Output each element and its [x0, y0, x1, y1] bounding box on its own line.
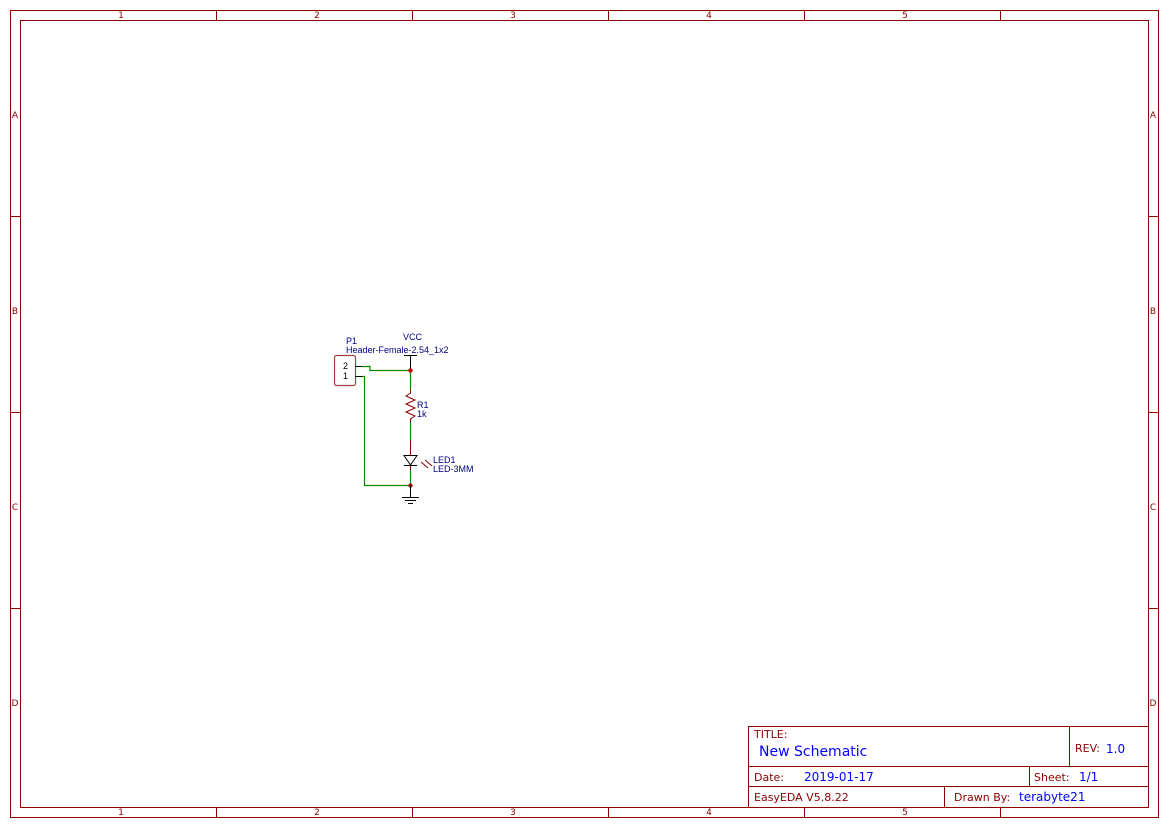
- r1-designator: R1: [417, 400, 429, 410]
- title-block: TITLE: New Schematic REV: 1.0 Date: 2019…: [748, 726, 1149, 808]
- date-label: Date:: [754, 771, 784, 784]
- column-label: 5: [902, 11, 908, 21]
- rev-value: 1.0: [1106, 742, 1125, 756]
- date-value: 2019-01-17: [804, 770, 874, 784]
- circuit: P1 Header-Female-2.54_1x2 2 1 VCC R1 1k: [333, 332, 474, 504]
- junction-dot: [408, 368, 413, 373]
- software-version: EasyEDA V5.8.22: [754, 791, 849, 804]
- column-label: 3: [510, 11, 516, 21]
- wire-net-vcc[interactable]: [362, 365, 410, 372]
- ground-symbol[interactable]: [402, 485, 419, 504]
- p1-designator: P1: [346, 336, 357, 346]
- led1-designator: LED1: [433, 455, 456, 465]
- title-label: TITLE:: [753, 728, 787, 741]
- row-label: A: [12, 111, 19, 121]
- row-label: A: [1150, 111, 1157, 121]
- column-label: 5: [902, 808, 908, 818]
- rev-label: REV:: [1075, 742, 1100, 755]
- column-label: 1: [118, 808, 124, 818]
- row-label: C: [12, 503, 18, 513]
- row-label: B: [1150, 307, 1156, 317]
- r1-value: 1k: [417, 409, 427, 419]
- column-label: 3: [510, 808, 516, 818]
- column-label: 4: [706, 808, 712, 818]
- drawn-by-value: terabyte21: [1019, 790, 1085, 804]
- p1-pin1-label: 1: [343, 371, 348, 381]
- p1-pin2-label: 2: [343, 361, 348, 371]
- column-label: 4: [706, 11, 712, 21]
- led1-value: LED-3MM: [433, 464, 474, 474]
- header-p1[interactable]: P1 Header-Female-2.54_1x2 2 1: [333, 336, 449, 387]
- wire-net-gnd[interactable]: [362, 375, 410, 487]
- led-led1[interactable]: LED1 LED-3MM: [403, 440, 474, 474]
- resistor-r1[interactable]: R1 1k: [404, 390, 429, 422]
- column-label: 1: [118, 11, 124, 21]
- row-label: D: [1150, 699, 1157, 709]
- row-label: C: [1150, 503, 1156, 513]
- column-label: 2: [314, 11, 320, 21]
- vcc-label: VCC: [403, 332, 423, 342]
- drawn-by-label: Drawn By:: [954, 791, 1010, 804]
- p1-value: Header-Female-2.54_1x2: [346, 345, 449, 355]
- column-label: 2: [314, 808, 320, 818]
- row-label: B: [12, 307, 18, 317]
- schematic-title: New Schematic: [759, 744, 867, 760]
- sheet-label: Sheet:: [1034, 771, 1070, 784]
- vcc-symbol[interactable]: VCC: [403, 332, 423, 370]
- row-label: D: [12, 699, 19, 709]
- sheet-value: 1/1: [1079, 770, 1098, 784]
